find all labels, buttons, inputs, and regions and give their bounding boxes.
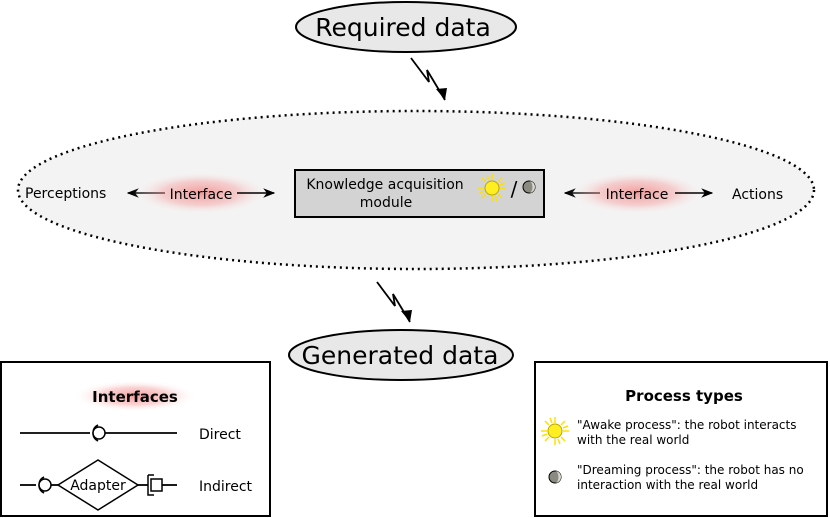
dreaming-description-line2: interaction with the real world [577,478,758,492]
generated-data-label: Generated data [302,341,499,370]
dreaming-description-line1: "Dreaming process": the robot has no [577,463,804,477]
right-interface-glow [567,171,707,215]
lightning-arrow-out [376,281,412,323]
knowledge-acquisition-module: Knowledge acquisition module / [294,169,545,218]
left-interface-label: Interface [170,187,233,203]
direct-label: Direct [199,427,241,443]
process-types-title: Process types [625,387,743,405]
indirect-interface-symbol [20,459,177,511]
right-interface-label: Interface [606,187,669,203]
awake-description-line2: with the real world [577,433,689,447]
interfaces-legend: Interfaces Direct Adapter Indirect [0,361,271,517]
left-interface-glow [131,171,271,215]
interfaces-legend-title: Interfaces [92,388,178,406]
generated-data-bubble: Generated data [288,329,514,381]
module-title-line2: module [360,195,412,211]
perceptions-label: Perceptions [25,186,106,202]
lightning-arrow-in [410,57,447,101]
actions-label: Actions [732,187,783,203]
required-data-label: Required data [315,13,491,42]
indirect-label: Indirect [199,479,253,495]
dreaming-moon-icon [548,470,562,484]
module-title-line1: Knowledge acquisition [306,177,463,193]
process-slash: / [511,177,518,201]
direct-interface-symbol [20,424,177,442]
moon-icon [522,180,536,194]
awake-sun-icon [541,417,569,445]
sun-icon [478,174,506,202]
adapter-label: Adapter [70,478,126,494]
required-data-bubble: Required data [295,1,517,53]
process-types-legend: Process types "Awake process": the robot… [534,361,828,517]
awake-description-line1: "Awake process": the robot interacts [577,418,797,432]
